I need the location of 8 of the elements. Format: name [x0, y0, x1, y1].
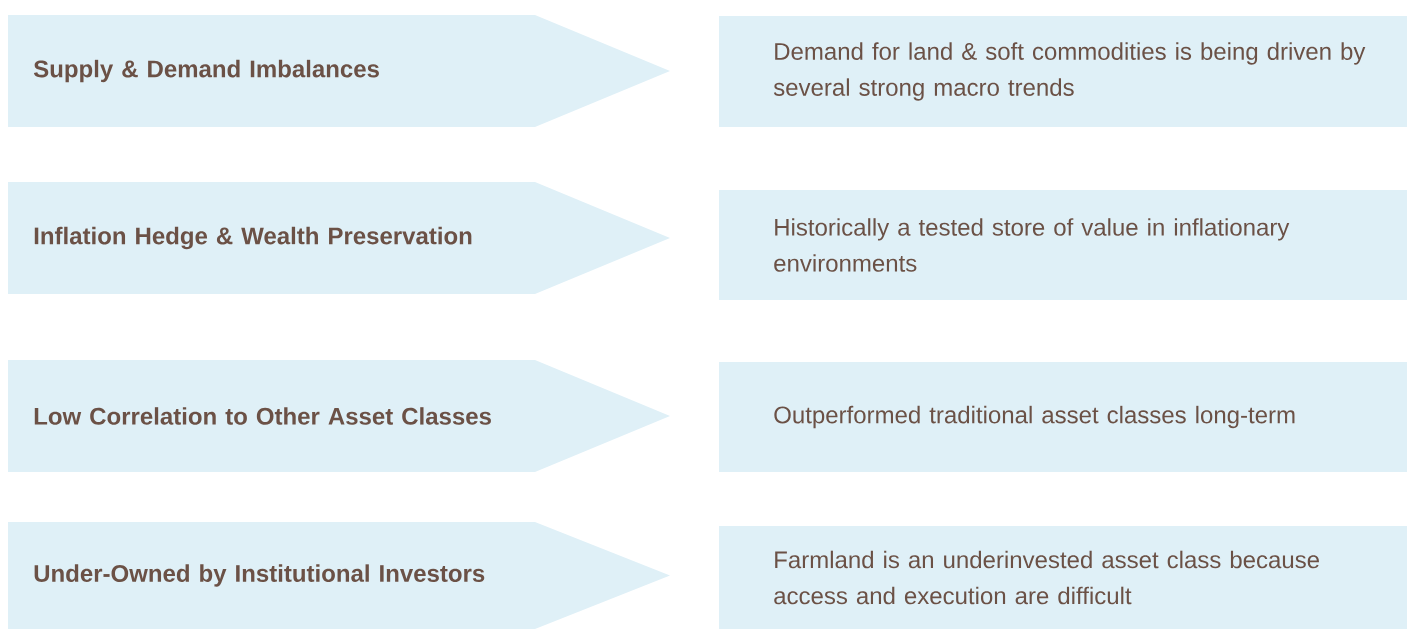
- description-box: Outperformed traditional asset classes long-term: [719, 362, 1407, 472]
- description-box: Farmland is an underinvested asset class because access and execution are difficult: [719, 526, 1407, 629]
- arrow-banner: Supply & Demand Imbalances: [8, 15, 670, 127]
- description-box: Demand for land & soft commodities is being driven by several strong macro trends: [719, 16, 1407, 127]
- arrow-banner: Low Correlation to Other Asset Classes: [8, 360, 670, 472]
- arrow-banner: Inflation Hedge & Wealth Preservation: [8, 182, 670, 294]
- description-box: Historically a tested store of value in inflationary environments: [719, 190, 1407, 300]
- arrow-banner: Under-Owned by Institutional Investors: [8, 522, 670, 629]
